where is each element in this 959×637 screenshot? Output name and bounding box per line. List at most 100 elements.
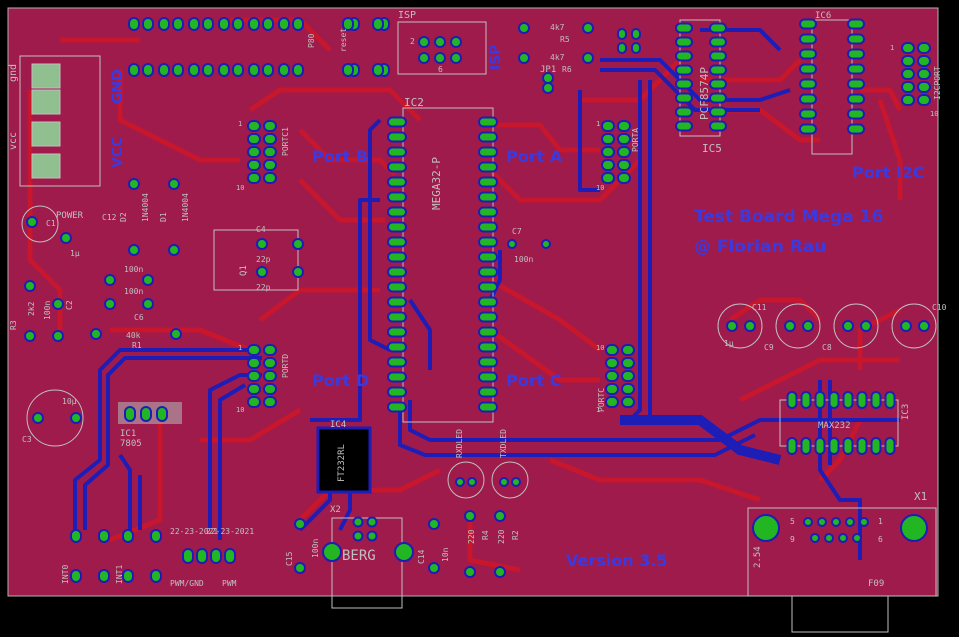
pad — [352, 530, 364, 542]
pad — [142, 298, 154, 310]
pad — [455, 477, 465, 487]
ic1-type-label: 7805 — [120, 439, 142, 449]
pad — [52, 298, 64, 310]
pad — [182, 548, 194, 564]
pad — [70, 529, 82, 543]
x2-label: X2 — [330, 505, 341, 515]
pad — [859, 517, 869, 527]
pad — [142, 17, 154, 31]
f09-label: F09 — [868, 579, 884, 589]
pad — [752, 514, 780, 542]
power-label: POWER — [56, 211, 84, 221]
pad — [124, 406, 136, 422]
pad — [709, 92, 727, 104]
pad — [901, 42, 915, 54]
pad — [478, 206, 498, 218]
pad — [387, 326, 407, 338]
pad — [464, 566, 476, 578]
pad — [494, 510, 506, 522]
pad — [631, 42, 641, 54]
pad — [617, 28, 627, 40]
dist-label: 2.54 — [753, 546, 763, 568]
gnd-label: gnd — [8, 64, 19, 82]
porta-label: PORTA — [631, 128, 640, 152]
pad — [387, 221, 407, 233]
d1-label: D1 — [159, 212, 168, 222]
c2-label: C2 — [65, 300, 74, 310]
pad — [352, 516, 364, 528]
pad — [387, 131, 407, 143]
pad — [292, 63, 304, 77]
pad — [847, 18, 865, 30]
power-terminal-block — [19, 55, 101, 187]
pad — [202, 17, 214, 31]
pad — [263, 133, 277, 145]
pad — [900, 320, 912, 332]
pad — [263, 396, 277, 408]
pad — [810, 533, 820, 543]
pad — [605, 396, 619, 408]
pad — [845, 517, 855, 527]
pad — [142, 274, 154, 286]
pad — [799, 123, 817, 135]
pad — [582, 52, 594, 64]
port-c-label: Port C — [506, 371, 562, 390]
pad — [168, 244, 180, 256]
pad — [387, 281, 407, 293]
pad — [621, 383, 635, 395]
pad — [831, 517, 841, 527]
portd-label: PORTD — [281, 354, 290, 378]
pad — [387, 176, 407, 188]
pad — [418, 36, 430, 48]
pad — [709, 22, 727, 34]
pad — [372, 17, 384, 31]
pad — [150, 529, 162, 543]
portc1-label: PORTC1 — [281, 127, 290, 156]
pad — [601, 159, 615, 171]
pad — [156, 406, 168, 422]
r1-value: 40k — [126, 331, 141, 340]
pad — [170, 328, 182, 340]
pad — [601, 120, 615, 132]
pad — [709, 36, 727, 48]
x1-label: X1 — [914, 490, 927, 503]
pins-2223b-label: 22-23-2021 — [206, 527, 254, 536]
pad — [90, 328, 102, 340]
q1-label: Q1 — [239, 265, 249, 276]
pad — [601, 172, 615, 184]
pad — [518, 22, 530, 34]
pad — [263, 383, 277, 395]
pad — [814, 391, 826, 409]
pad — [847, 78, 865, 90]
pad — [842, 437, 854, 455]
reset-label: reset — [339, 28, 348, 52]
pad — [478, 326, 498, 338]
pin1-i2c: 1 — [890, 44, 894, 52]
r3-value: 2k2 — [27, 301, 36, 316]
pad — [478, 401, 498, 413]
pad — [870, 437, 882, 455]
pad — [247, 357, 261, 369]
pin10-porta: 10 — [596, 184, 604, 192]
pad — [70, 569, 82, 583]
pad — [158, 17, 170, 31]
pad — [901, 68, 915, 80]
board-author: @ Florian Rau — [694, 237, 826, 257]
pad — [387, 251, 407, 263]
pad — [172, 63, 184, 77]
pad — [142, 63, 154, 77]
pad — [418, 52, 430, 64]
ic2-label: IC2 — [404, 96, 424, 109]
pwm-label: PWM — [222, 579, 237, 588]
pad — [605, 383, 619, 395]
r4-value: 220 — [467, 529, 476, 544]
pad — [478, 221, 498, 233]
vcc-blue-label: VCC — [110, 137, 126, 168]
txd-label: TXDLED — [499, 429, 508, 458]
c15-value: 100n — [311, 539, 320, 558]
c2-value: 100n — [43, 301, 52, 320]
x2-type-label: BERG — [342, 548, 376, 564]
pad — [884, 437, 896, 455]
pad — [322, 542, 342, 562]
